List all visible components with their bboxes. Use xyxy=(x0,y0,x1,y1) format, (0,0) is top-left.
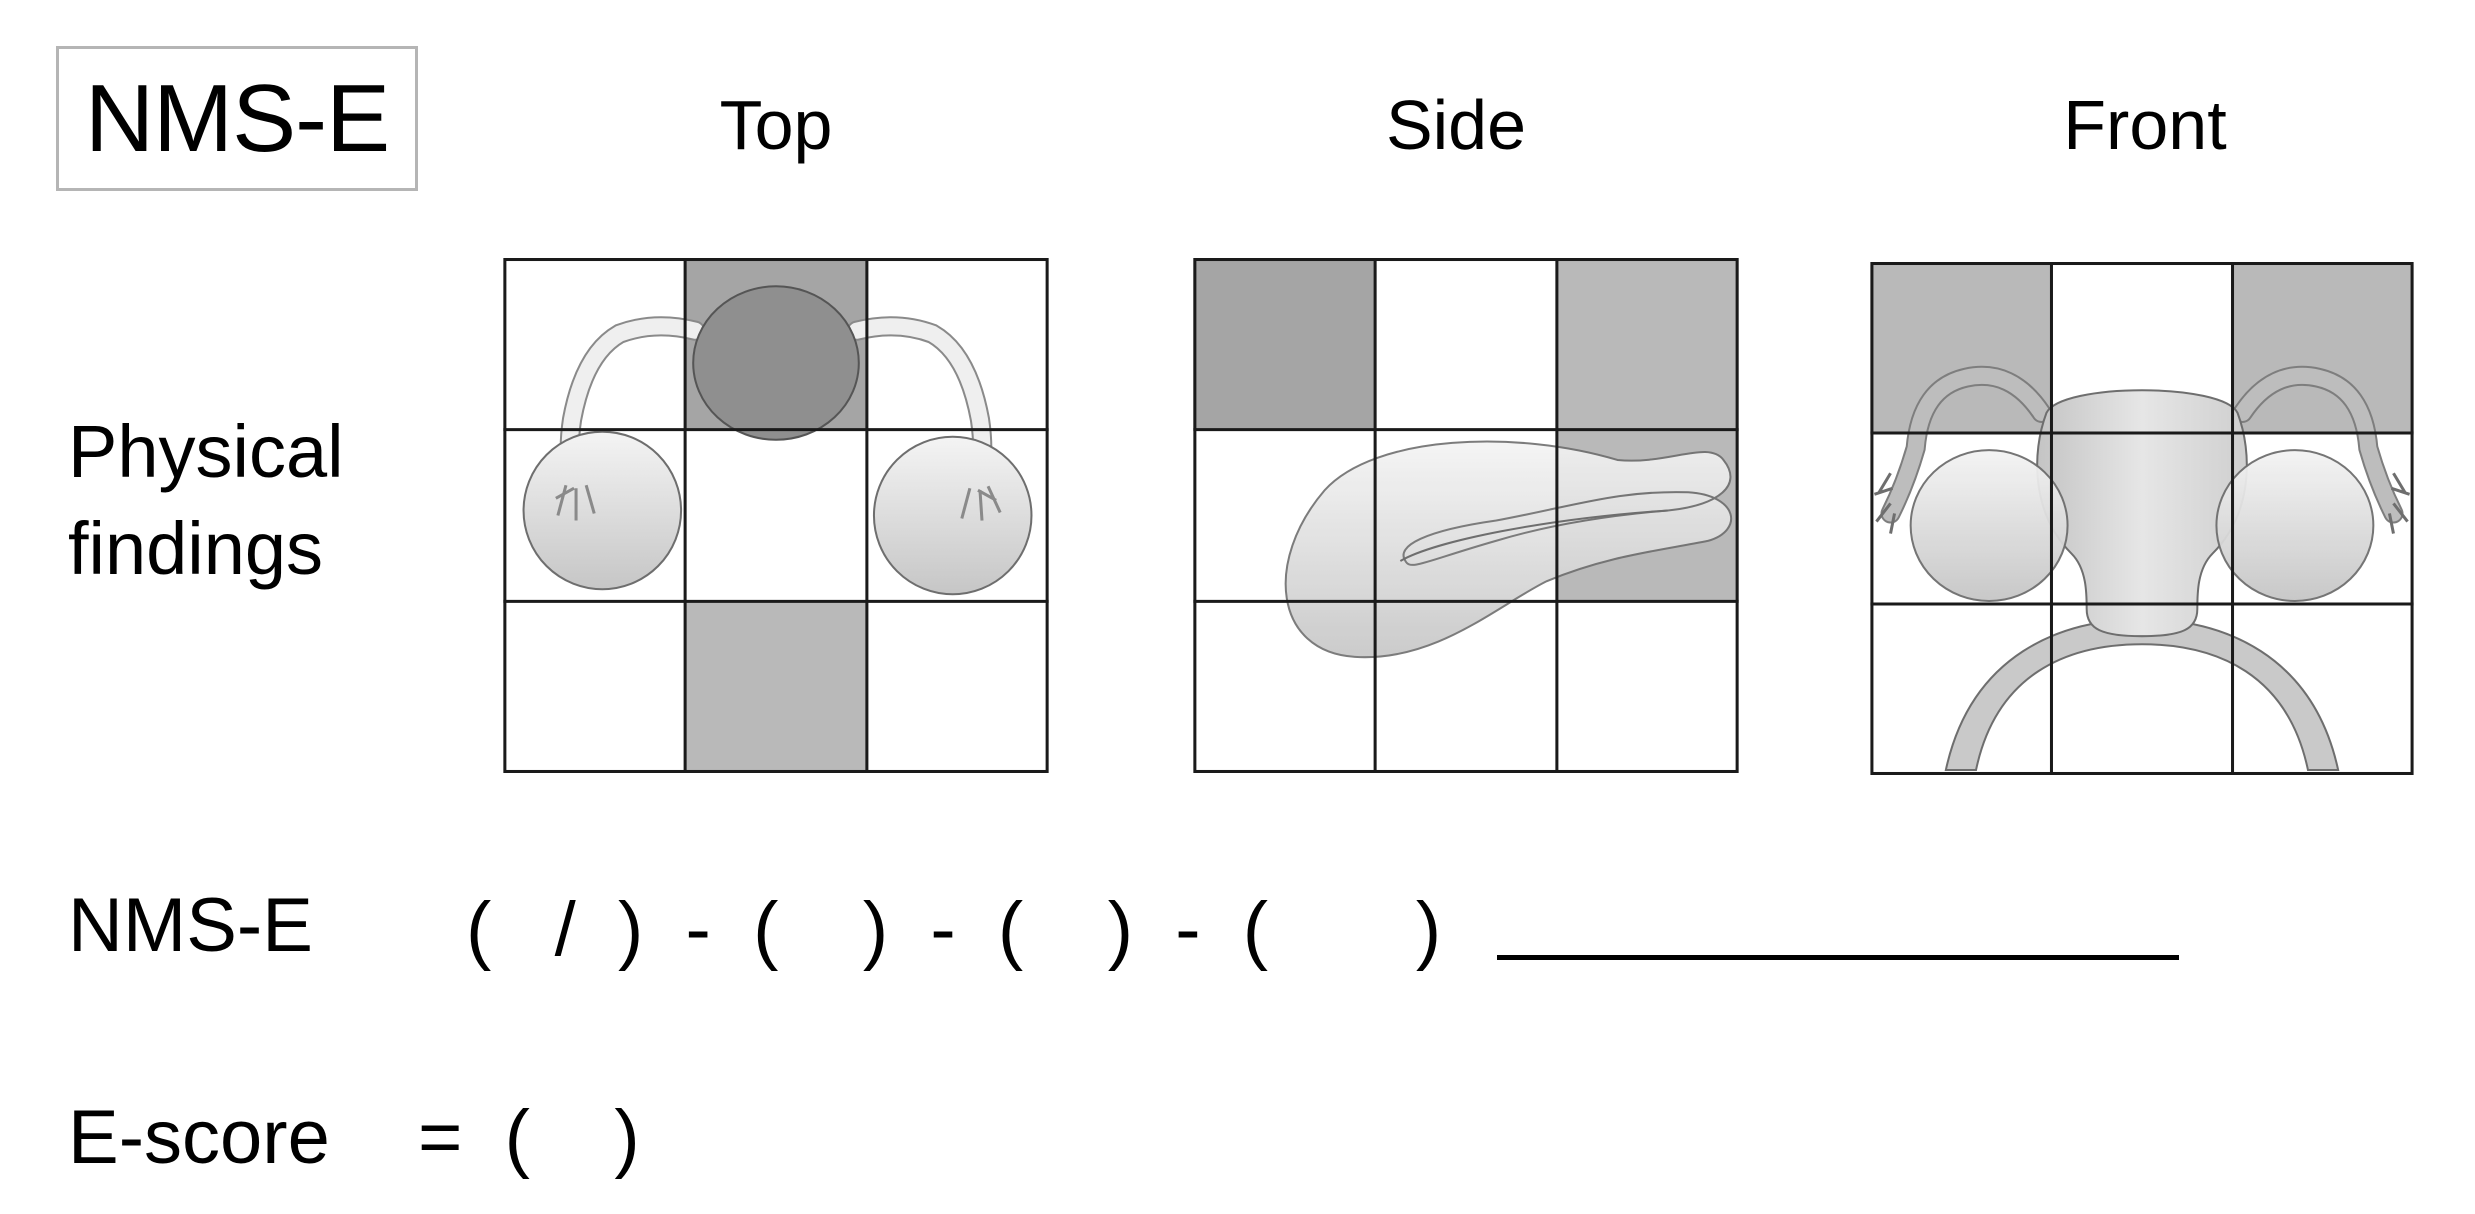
top-left-ovary xyxy=(522,430,683,591)
side-uterus xyxy=(1284,440,1733,659)
side-cell-shaded-upper-right xyxy=(1556,258,1739,430)
front-left-ovary xyxy=(1909,449,2069,602)
physical-findings-line2: findings xyxy=(68,506,324,590)
physical-findings-label: Physical findings xyxy=(68,404,344,598)
front-uterus xyxy=(2036,389,2248,638)
front-right-ovary xyxy=(2215,449,2375,602)
top-uterus xyxy=(692,285,860,441)
nms-e-row-label: NMS-E xyxy=(68,883,313,968)
top-view-diagram xyxy=(503,258,1049,773)
nms-e-formula: ( / ) - ( ) - ( ) - ( ) xyxy=(466,887,1442,972)
view-label-side: Side xyxy=(1385,86,1527,164)
front-pelvic-arch xyxy=(1944,618,2340,771)
e-score-label: E-score xyxy=(68,1095,330,1180)
top-cell-shaded-lower-middle xyxy=(685,601,867,773)
front-cell-shaded-upper-right xyxy=(2232,262,2414,433)
front-cell-shaded-upper-left xyxy=(1870,262,2052,433)
title-box: NMS-E xyxy=(56,46,418,191)
side-cell-shaded-upper-left xyxy=(1193,258,1376,430)
view-label-front: Front xyxy=(2063,86,2227,164)
nms-e-answer-line[interactable] xyxy=(1497,955,2179,960)
e-score-formula: = ( ) xyxy=(418,1095,640,1180)
side-view-diagram xyxy=(1193,258,1739,773)
physical-findings-line1: Physical xyxy=(68,410,344,493)
top-right-ovary xyxy=(872,435,1033,596)
view-label-top: Top xyxy=(719,86,833,164)
title-text: NMS-E xyxy=(84,64,390,172)
front-view-diagram xyxy=(1870,262,2414,775)
